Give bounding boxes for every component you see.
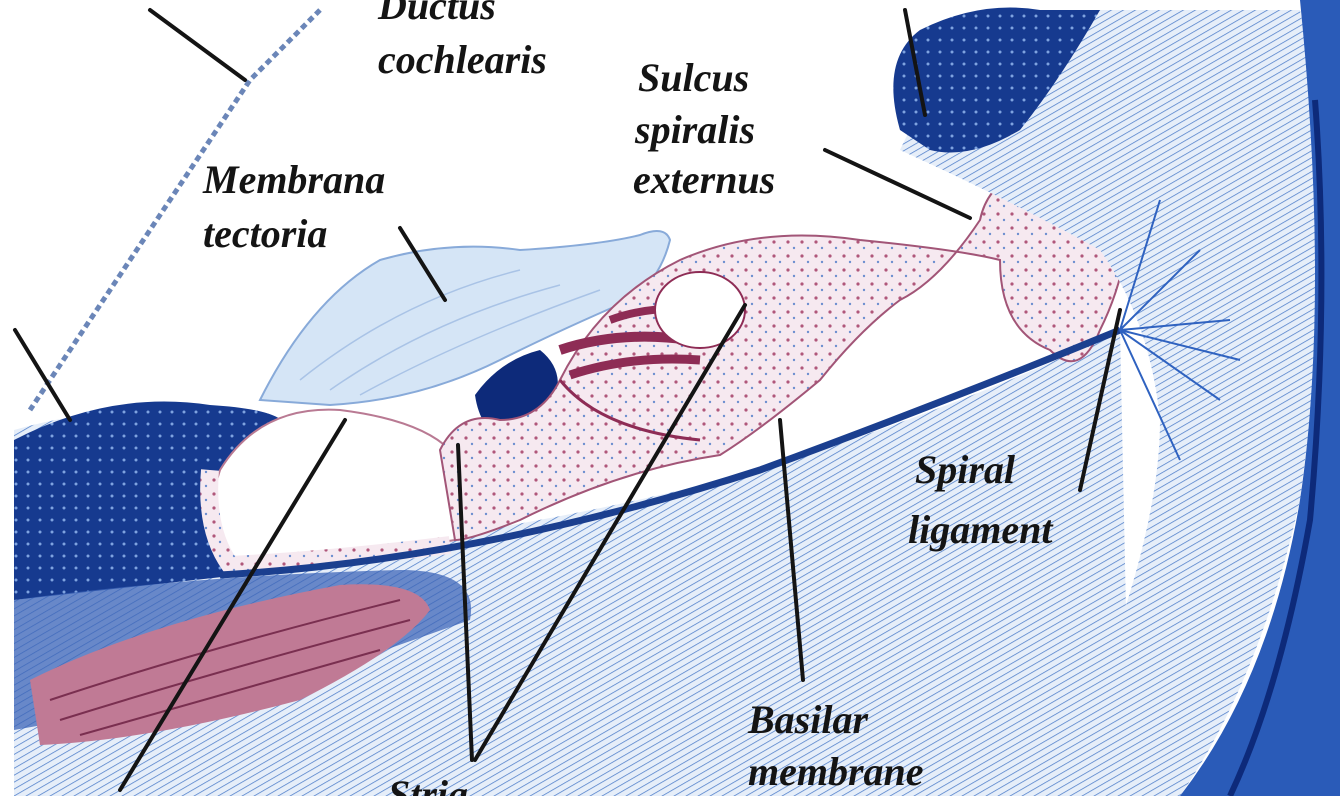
label-membrana-line1: Membrana [203,160,385,200]
label-ductus-cochlearis-line2: cochlearis [378,40,547,80]
label-spiral-line2: ligament [908,510,1052,550]
leader-reissner [150,10,245,80]
label-stria-partial: Stria [388,775,468,796]
leader-left-edge [15,330,70,420]
left-margin [0,0,14,796]
label-basilar-line2: membrane [748,752,924,796]
label-membrana-line2: tectoria [203,214,327,254]
label-sulcus-line1: Sulcus [638,58,749,98]
label-basilar-line1: Basilar [748,700,868,740]
label-spiral-line1: Spiral [915,450,1015,490]
label-ductus-cochlearis-line1: Ductus [378,0,496,26]
tunnel-of-corti [655,272,745,348]
reissner-membrane [30,10,320,410]
label-sulcus-line3: externus [633,160,775,200]
label-sulcus-line2: spiralis [635,110,755,150]
